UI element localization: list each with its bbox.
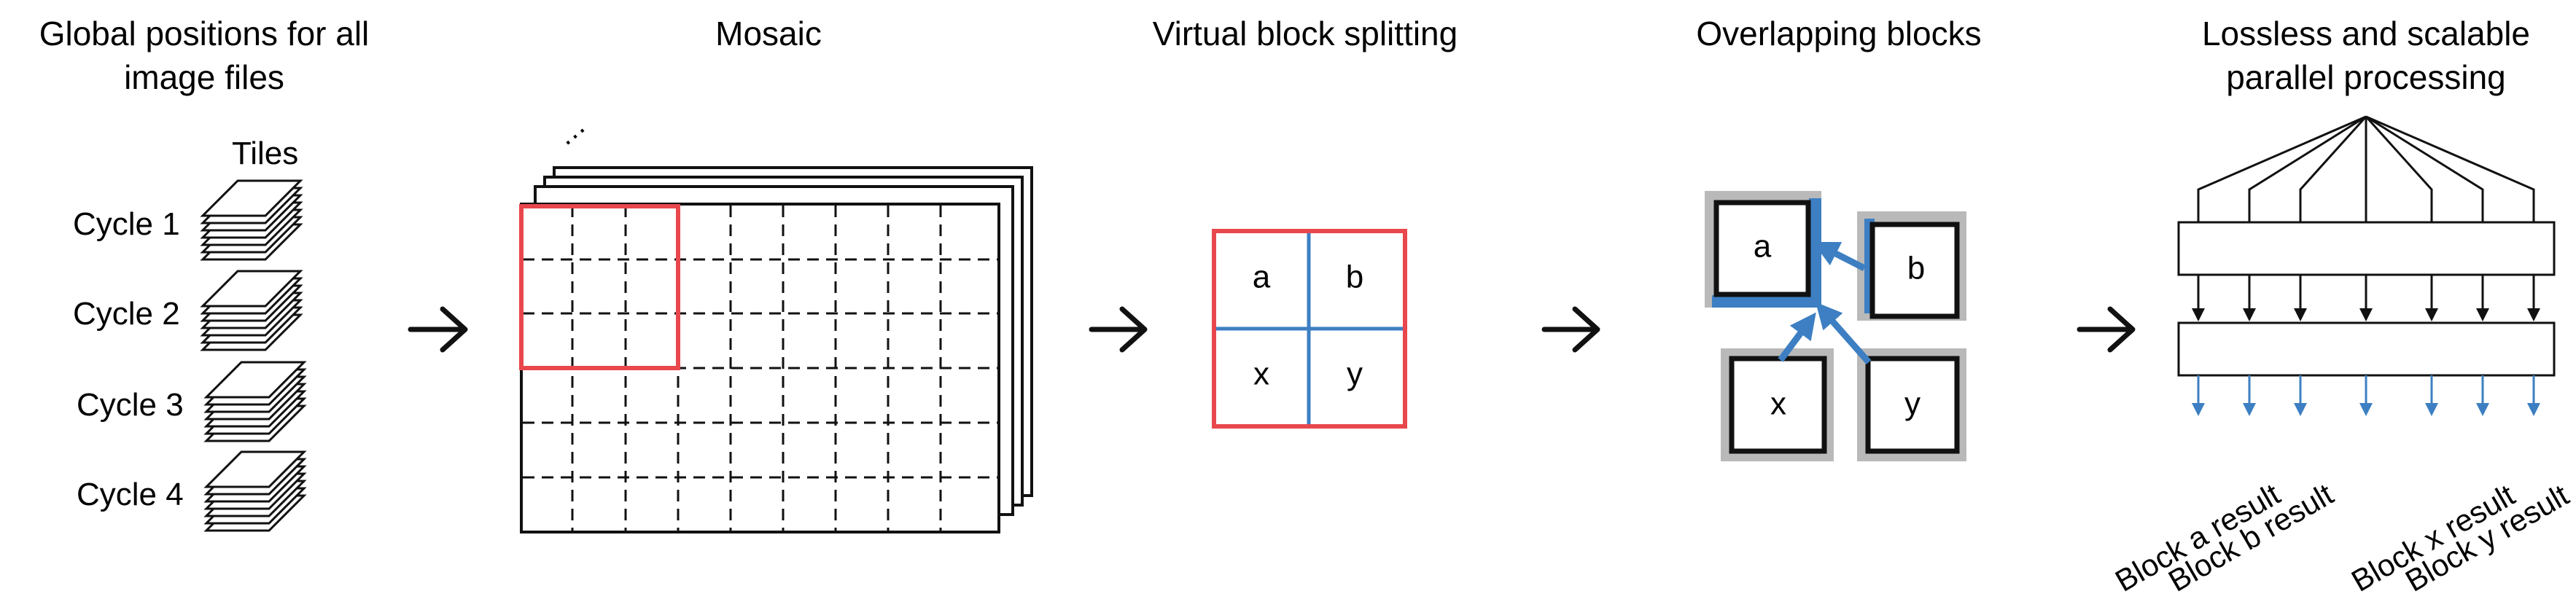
overlap-arrow-x-to-a <box>1778 312 1816 362</box>
flow-arrow-2 <box>1089 306 1148 353</box>
flow-arrow-4 <box>2077 306 2136 353</box>
cycle-label-4: Cycle 4 <box>77 477 184 512</box>
overlap-block-b: b <box>1857 211 1966 321</box>
parallel-panel: Lossless and scalable parallel processin… <box>2109 15 2575 598</box>
flow-arrow-3 <box>1541 306 1600 353</box>
overlap-label-a: a <box>1754 229 1772 265</box>
mosaic-panel: Mosaic … <box>519 15 1033 533</box>
split-block-b: b <box>1346 259 1363 295</box>
parallel-title-1: Lossless and scalable <box>2202 15 2530 52</box>
cycle-label-2: Cycle 2 <box>73 296 180 332</box>
fan-out-lines <box>2197 115 2535 222</box>
split-block-a: a <box>1253 259 1271 295</box>
overlap-label-x: x <box>1770 386 1786 422</box>
tile-stack-3 <box>203 361 307 442</box>
split-outline <box>1212 229 1407 429</box>
virtual-split-panel: Virtual block splitting a b x y <box>1153 15 1458 429</box>
tile-sheet <box>200 270 303 308</box>
overlap-block-a: a <box>1705 191 1821 308</box>
overlap-block-x: x <box>1721 348 1834 461</box>
overlap-block-y: y <box>1857 348 1966 461</box>
tile-stack-2 <box>200 270 303 351</box>
cycle-label-1: Cycle 1 <box>73 206 180 242</box>
parallel-title-2: parallel processing <box>2226 58 2506 96</box>
mid-arrows <box>2192 275 2540 321</box>
mosaic-selection-box <box>519 204 680 370</box>
overlapping-title: Overlapping blocks <box>1696 15 1981 52</box>
output-arrows <box>2192 375 2540 416</box>
global-positions-panel: Global positions for all image files Til… <box>39 15 370 532</box>
process-box-lower <box>2177 321 2556 377</box>
tile-stack-1 <box>200 179 303 261</box>
tiles-label: Tiles <box>232 136 298 171</box>
tile-sheet <box>200 179 303 217</box>
cycle-label-3: Cycle 3 <box>77 387 184 423</box>
overlap-arrow-b-to-a <box>1812 241 1867 272</box>
process-box-upper <box>2177 221 2556 276</box>
split-block-x: x <box>1253 356 1269 392</box>
mosaic-stack-ellipsis: … <box>549 109 592 152</box>
overlap-label-y: y <box>1904 386 1921 422</box>
global-positions-title-1: Global positions for all <box>39 15 370 52</box>
overlap-arrow-y-to-a <box>1816 302 1872 364</box>
tile-sheet <box>203 450 307 488</box>
tile-stack-4 <box>203 450 307 532</box>
overlapping-panel: Overlapping blocks a b x y <box>1696 15 1982 461</box>
flow-arrow-1 <box>408 306 468 353</box>
split-block-y: y <box>1347 356 1363 392</box>
global-positions-title-2: image files <box>124 58 284 96</box>
tile-sheet <box>203 361 307 399</box>
mosaic-title: Mosaic <box>715 15 822 52</box>
overlap-label-b: b <box>1907 251 1925 286</box>
virtual-split-title: Virtual block splitting <box>1153 15 1458 52</box>
